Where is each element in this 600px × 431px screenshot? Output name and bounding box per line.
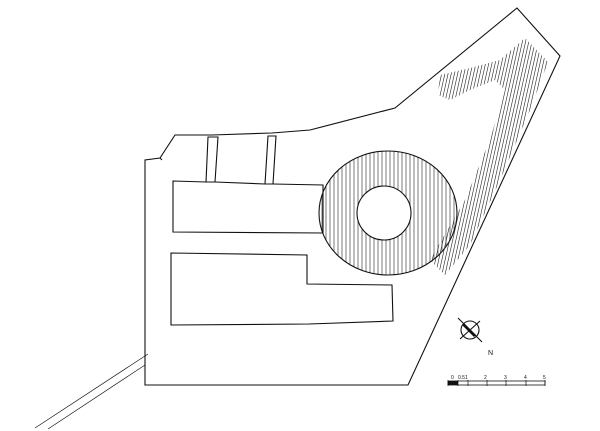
scale-tick-label-0: 0 — [451, 375, 454, 381]
lower-chamber — [170, 252, 394, 326]
hatch-line — [514, 38, 548, 275]
tower-hatching — [321, 151, 455, 275]
scale-bar-frame — [447, 380, 546, 386]
hatch-line — [479, 38, 541, 275]
hatch-line — [482, 38, 544, 275]
hatch-line — [454, 38, 515, 275]
hatch-line — [447, 38, 509, 275]
north-arrow: N — [457, 317, 493, 357]
hatch-line — [457, 38, 518, 275]
hatch-line — [508, 38, 548, 275]
hatch-line — [430, 38, 454, 275]
upper-chamber — [172, 180, 324, 234]
hatch-line — [511, 38, 548, 275]
hatch-line — [530, 38, 548, 275]
tower-outer-ring — [318, 150, 458, 276]
scale-bar-first-segment — [448, 381, 458, 385]
scale-tick-label-0-5: 0.5 — [458, 375, 465, 381]
hatch-line — [502, 38, 548, 275]
hatch-line — [476, 38, 538, 275]
opening-middle — [264, 135, 277, 185]
hatch-line — [498, 38, 548, 275]
hatch-line — [466, 38, 528, 275]
hatch-line — [430, 38, 490, 275]
scale-tick-label-1: 1 — [465, 375, 468, 381]
top-wall-openings — [159, 135, 277, 185]
hatch-line — [470, 38, 531, 275]
hatch-line — [534, 38, 548, 275]
hatch-line — [430, 38, 470, 275]
hatch-line — [346, 20, 406, 290]
hatch-line — [430, 38, 477, 275]
scale-bar: 0 0.5 1 2 3 4 5 — [447, 375, 546, 386]
scale-tick-label-3: 3 — [504, 375, 507, 381]
scale-tick-label-4: 4 — [524, 375, 527, 381]
approach-road — [34, 353, 149, 430]
hatch-line — [430, 38, 438, 275]
hatch-line — [430, 38, 435, 275]
hatch-line — [326, 20, 386, 290]
hatch-line — [430, 38, 486, 275]
hatch-line — [450, 38, 512, 275]
hatch-line — [430, 38, 467, 275]
hatch-line — [463, 38, 525, 275]
tower-inner-ring — [356, 185, 412, 241]
north-arrow-icon — [462, 323, 476, 337]
hatch-line — [441, 38, 502, 275]
hatch-line — [430, 38, 451, 275]
hatch-line — [431, 38, 493, 275]
north-arrow-circle — [460, 320, 480, 340]
hatch-line — [518, 38, 548, 275]
hatch-line — [342, 20, 402, 290]
hatch-line — [330, 20, 390, 290]
round-tower — [318, 150, 458, 276]
hatch-line — [438, 38, 499, 275]
hatch-line — [521, 38, 548, 275]
scale-tick-label-5: 5 — [543, 375, 546, 381]
hatch-line — [460, 38, 522, 275]
north-label: N — [488, 350, 493, 357]
hatch-line — [434, 38, 496, 275]
hatch-line — [489, 38, 548, 275]
hatch-line — [358, 20, 418, 290]
opening-left — [205, 136, 219, 183]
hatch-line — [473, 38, 534, 275]
hatch-line — [537, 38, 548, 275]
hatch-line — [524, 38, 548, 275]
outer-wall-outline — [144, 7, 561, 386]
scale-tick-label-2: 2 — [484, 375, 487, 381]
hatch-line — [495, 38, 548, 275]
hatch-line — [492, 38, 548, 275]
hatch-line — [486, 38, 547, 275]
